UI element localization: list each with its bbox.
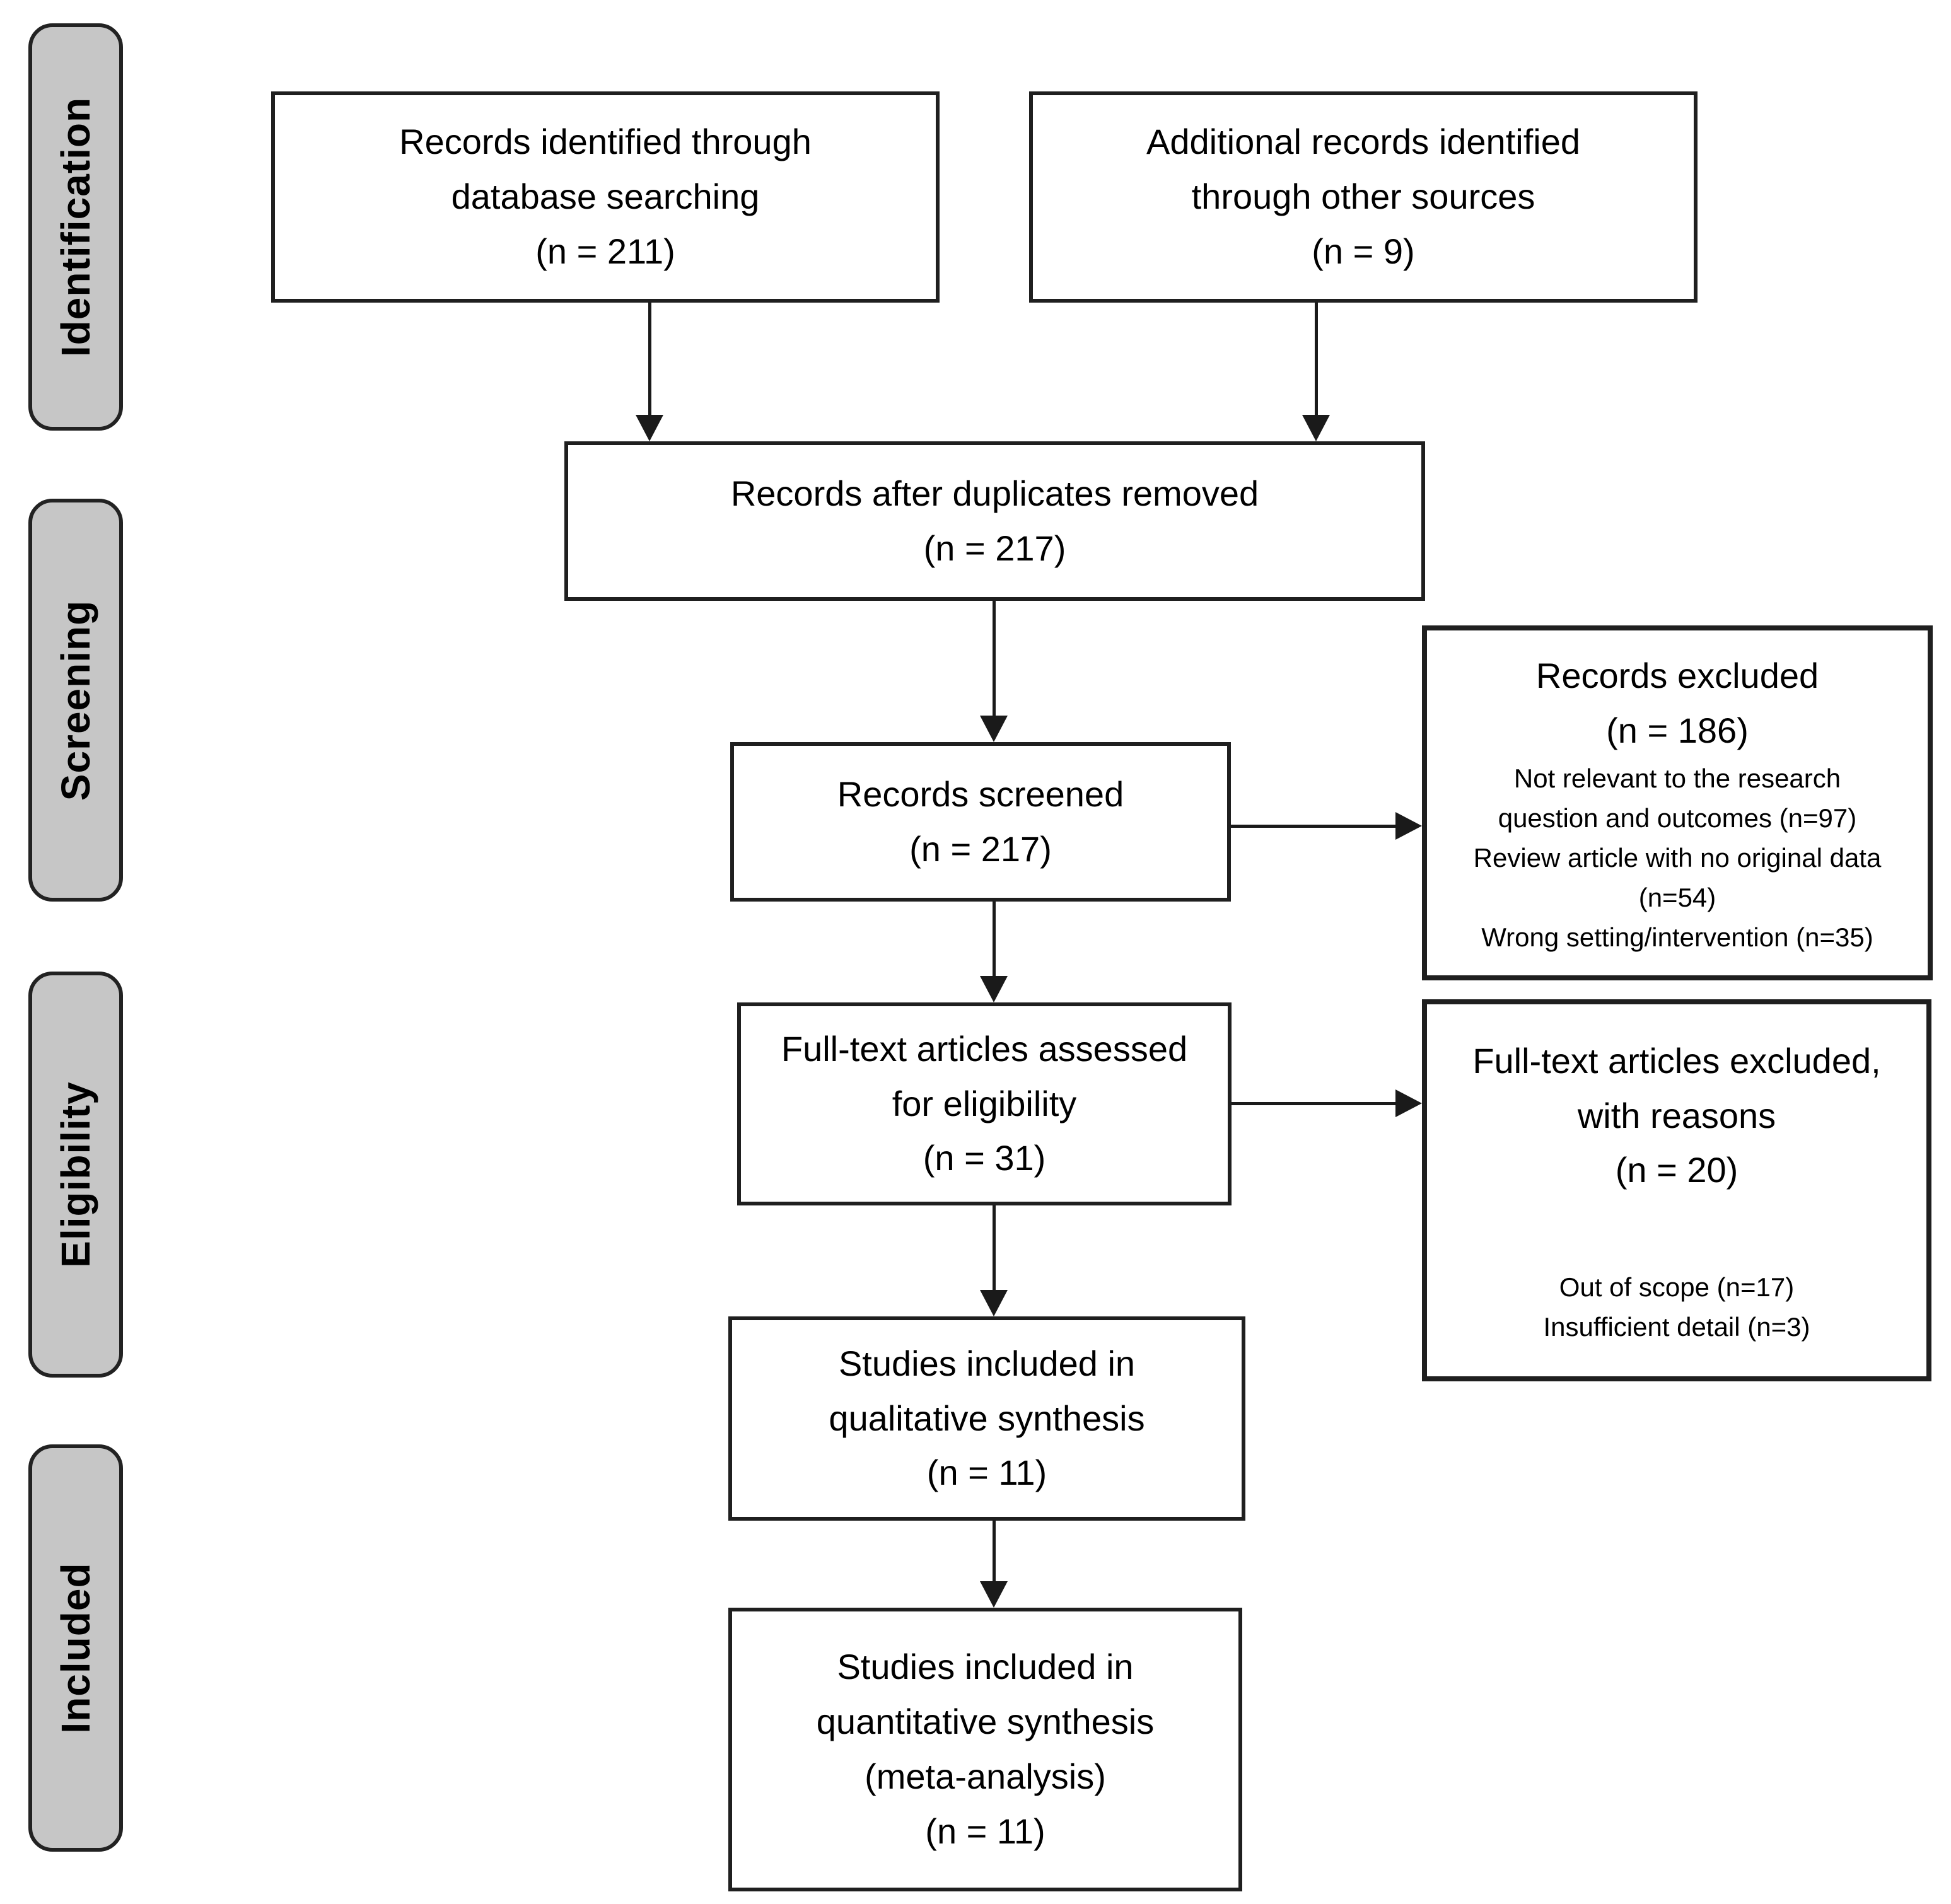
box-line: Records excluded — [1535, 656, 1819, 696]
stage-tab-eligibility: Eligibility — [28, 972, 123, 1378]
arrow-additional-to-duplicates-head — [1302, 415, 1330, 441]
box-records-excluded: Records excluded (n = 186) Not relevant … — [1422, 625, 1933, 980]
arrow-screened-to-fulltext-head — [980, 976, 1008, 1002]
box-detail-line: Review article with no original data — [1473, 842, 1882, 873]
box-line: (n = 186) — [1606, 711, 1749, 750]
stage-tab-label: Screening — [53, 600, 98, 801]
arrow-qualitative-to-quantitative — [993, 1521, 996, 1582]
box-additional-records: Additional records identified through ot… — [1029, 91, 1698, 303]
arrow-screened-to-excluded-head — [1395, 812, 1422, 840]
box-line: Records after duplicates removed — [730, 473, 1259, 513]
box-line: Studies included in — [837, 1647, 1134, 1687]
arrow-duplicates-to-screened — [993, 601, 996, 717]
box-line: Records identified through — [399, 122, 812, 162]
box-line: for eligibility — [892, 1083, 1077, 1123]
arrow-fulltext-to-qualitative — [993, 1205, 996, 1291]
box-detail-line: (n=54) — [1638, 882, 1716, 912]
box-line: (n = 20) — [1615, 1150, 1738, 1190]
box-records-screened: Records screened (n = 217) — [730, 742, 1231, 902]
stage-tab-identification: Identification — [28, 23, 123, 431]
box-quantitative-synthesis: Studies included in quantitative synthes… — [728, 1608, 1242, 1891]
box-line: Studies included in — [838, 1343, 1136, 1383]
box-line: through other sources — [1191, 177, 1535, 217]
box-detail-line: question and outcomes (n=97) — [1498, 803, 1857, 833]
box-line: database searching — [451, 177, 760, 217]
box-detail-line: Not relevant to the research — [1513, 763, 1841, 793]
stage-tab-label: Included — [53, 1562, 98, 1734]
box-line: (n = 9) — [1312, 231, 1415, 271]
box-records-identified: Records identified through database sear… — [271, 91, 940, 303]
arrow-screened-to-excluded — [1231, 825, 1397, 828]
box-line: (n = 11) — [926, 1453, 1047, 1493]
box-line: with reasons — [1577, 1095, 1776, 1135]
arrow-identified-to-duplicates-head — [636, 415, 663, 441]
stage-tab-screening: Screening — [28, 499, 123, 902]
box-line: Additional records identified — [1146, 122, 1580, 162]
box-line: Records screened — [837, 774, 1124, 814]
box-line: Full-text articles excluded, — [1472, 1040, 1881, 1081]
arrow-screened-to-fulltext — [993, 902, 996, 977]
box-line: (n = 11) — [925, 1811, 1045, 1851]
arrow-additional-to-duplicates — [1315, 303, 1318, 416]
arrow-qualitative-to-quantitative-head — [980, 1581, 1008, 1608]
box-line: (meta-analysis) — [865, 1756, 1106, 1796]
box-line: Full-text articles assessed — [781, 1028, 1188, 1069]
box-qualitative-synthesis: Studies included in qualitative synthesi… — [728, 1316, 1245, 1521]
box-line: (n = 211) — [535, 231, 675, 271]
box-after-duplicates: Records after duplicates removed (n = 21… — [564, 441, 1425, 601]
arrow-fulltext-to-qualitative-head — [980, 1290, 1008, 1316]
box-line: (n = 217) — [909, 828, 1052, 869]
box-line: quantitative synthesis — [816, 1702, 1155, 1742]
arrow-identified-to-duplicates — [648, 303, 651, 416]
stage-tab-label: Identification — [53, 96, 98, 357]
box-detail-line: Insufficient detail (n=3) — [1543, 1312, 1810, 1342]
box-line: (n = 217) — [923, 528, 1066, 568]
stage-tab-included: Included — [28, 1444, 123, 1852]
stage-tab-label: Eligibility — [53, 1081, 98, 1268]
box-detail-line: Wrong setting/intervention (n=35) — [1481, 922, 1873, 952]
box-fulltext-assessed: Full-text articles assessed for eligibil… — [737, 1002, 1232, 1205]
arrow-fulltext-to-excluded — [1232, 1102, 1397, 1105]
arrow-fulltext-to-excluded-head — [1395, 1089, 1422, 1117]
box-line: qualitative synthesis — [829, 1398, 1145, 1438]
box-detail-line: Out of scope (n=17) — [1559, 1272, 1795, 1303]
arrow-duplicates-to-screened-head — [980, 716, 1008, 742]
box-fulltext-excluded: Full-text articles excluded, with reason… — [1422, 999, 1931, 1381]
box-line: (n = 31) — [923, 1138, 1046, 1178]
